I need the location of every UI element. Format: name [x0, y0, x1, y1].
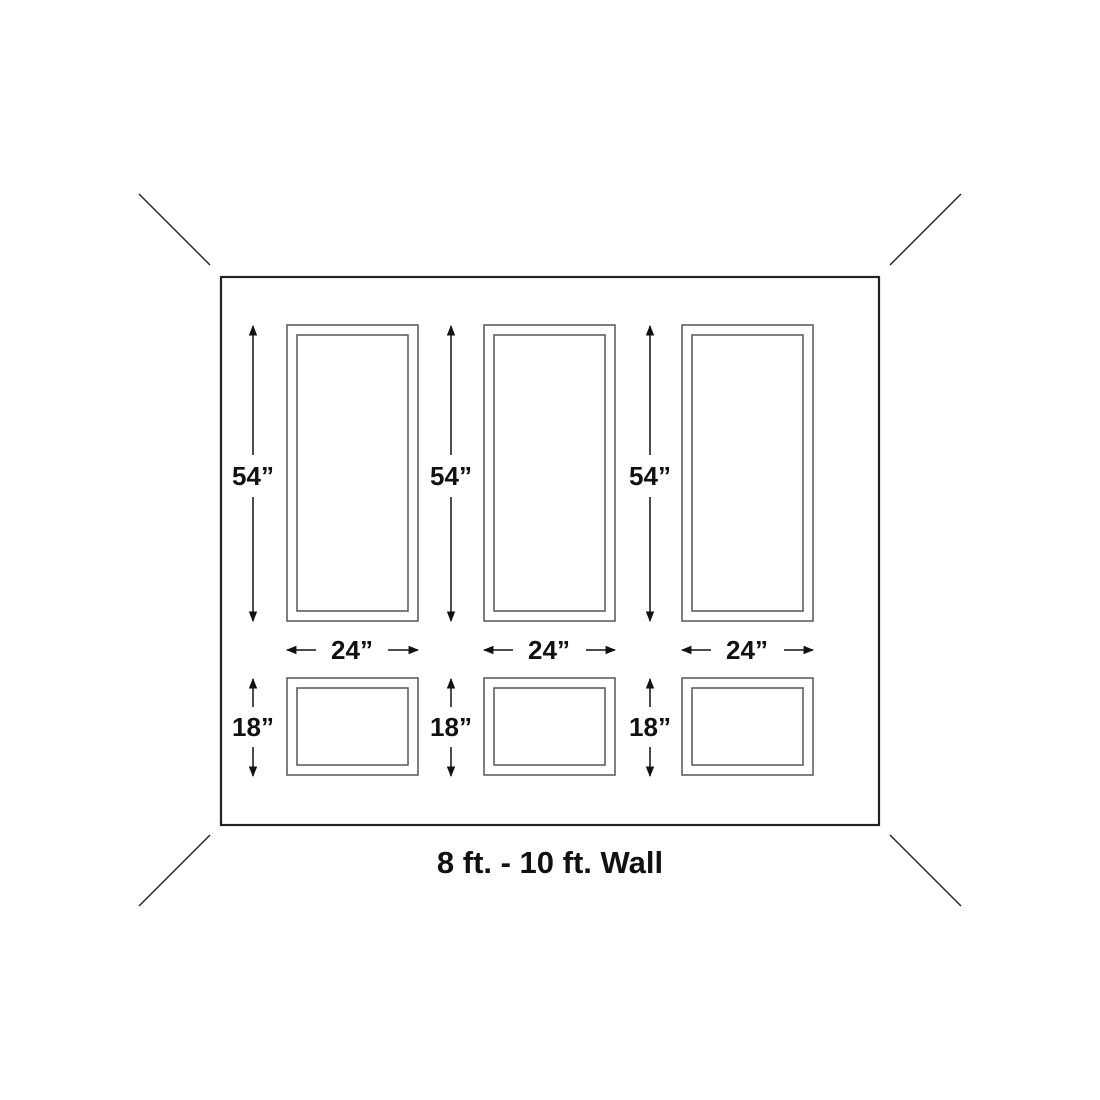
- top-panel-height-label: 54”: [232, 461, 274, 491]
- bottom-panel-outer: [681, 677, 814, 776]
- bottom-panel-outer: [483, 677, 616, 776]
- top-panel-outer: [286, 324, 419, 622]
- bottom-panel-inner: [296, 687, 409, 766]
- corner-line-bottom-left: [138, 834, 211, 907]
- top-panel-inner: [691, 334, 804, 612]
- corner-line-top-left: [138, 193, 211, 266]
- top-panel-height-label: 54”: [430, 461, 472, 491]
- corner-line-top-right: [889, 193, 962, 266]
- corner-line-bottom-right: [889, 834, 962, 907]
- perspective-lines: [138, 193, 962, 907]
- bottom-panel-outer: [286, 677, 419, 776]
- wall-size-caption: 8 ft. - 10 ft. Wall: [437, 845, 663, 880]
- bottom-panel-height-label: 18”: [232, 712, 274, 742]
- bottom-panel-inner: [493, 687, 606, 766]
- top-panel-width-label: 24”: [726, 635, 768, 665]
- panel-column-2: 54” 24” 18”: [430, 324, 617, 778]
- top-panel-inner: [296, 334, 409, 612]
- top-panel-outer: [483, 324, 616, 622]
- top-panel-inner: [493, 334, 606, 612]
- bottom-panel-height-label: 18”: [430, 712, 472, 742]
- panel-column-1: 54” 24” 18”: [232, 324, 420, 778]
- panel-column-3: 54” 24” 18”: [629, 324, 815, 778]
- top-panel-width-label: 24”: [331, 635, 373, 665]
- bottom-panel-inner: [691, 687, 804, 766]
- wall-outline: [219, 275, 881, 827]
- top-panel-width-label: 24”: [528, 635, 570, 665]
- top-panel-height-label: 54”: [629, 461, 671, 491]
- top-panel-outer: [681, 324, 814, 622]
- bottom-panel-height-label: 18”: [629, 712, 671, 742]
